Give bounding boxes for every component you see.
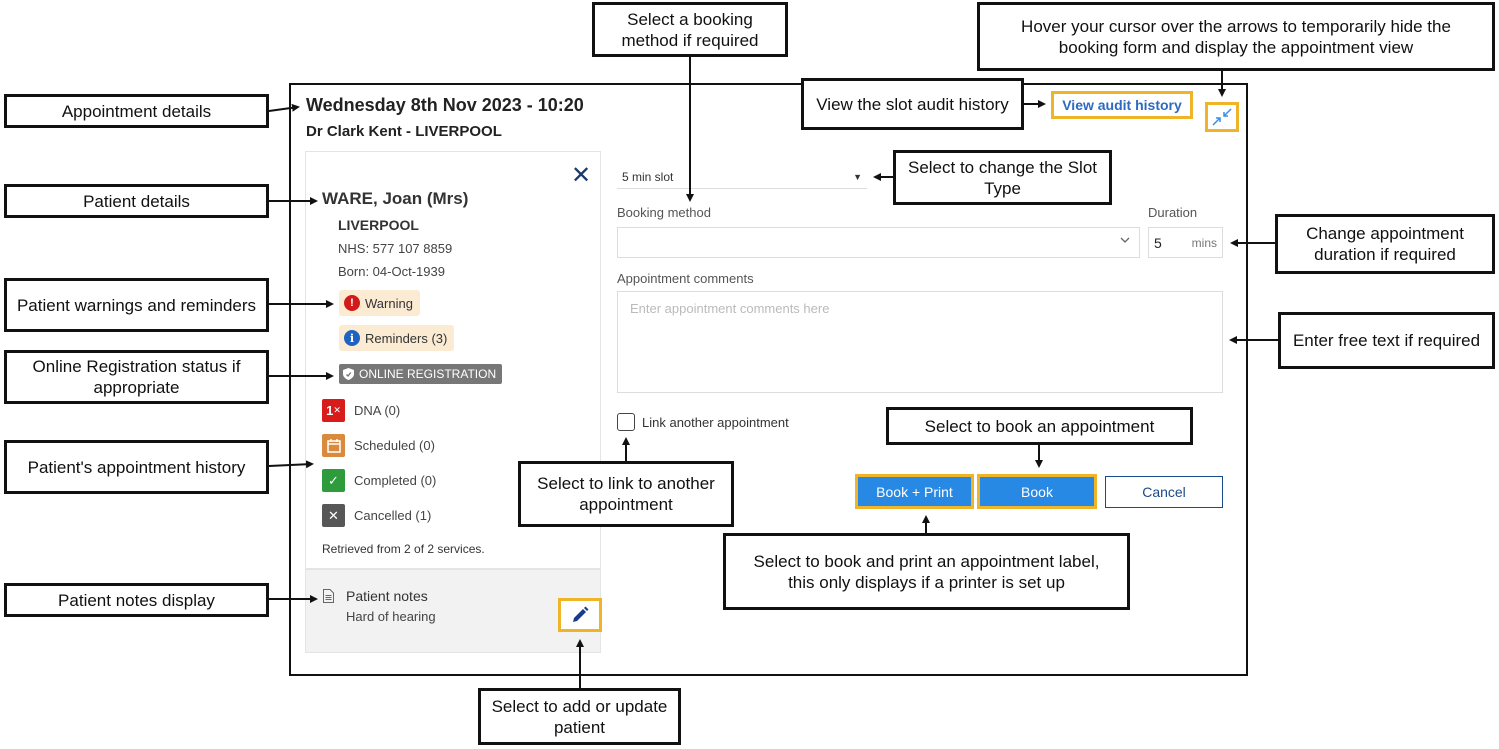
patient-town: LIVERPOOL (338, 217, 419, 233)
duration-input[interactable]: 5 mins (1148, 227, 1223, 258)
history-completed[interactable]: ✓ Completed (0) (322, 469, 436, 492)
slot-type-value: 5 min slot (622, 169, 674, 184)
patient-notes-title: Patient notes (346, 588, 428, 604)
edit-patient-button[interactable] (558, 598, 602, 632)
history-scheduled[interactable]: Scheduled (0) (322, 434, 435, 457)
callout-booking-method: Select a booking method if required (592, 2, 788, 57)
callout-add-update-patient: Select to add or update patient (478, 688, 681, 745)
appointment-comments-label: Appointment comments (617, 271, 754, 286)
check-icon: ✓ (322, 469, 345, 492)
reminders-badge[interactable]: i Reminders (3) (339, 325, 455, 351)
exclamation-icon: ! (344, 295, 360, 311)
callout-warnings-reminders: Patient warnings and reminders (4, 278, 269, 332)
duration-unit: mins (1191, 235, 1217, 250)
appointment-comments-input[interactable] (617, 291, 1223, 393)
view-audit-history-link[interactable]: View audit history (1051, 91, 1193, 119)
calendar-icon (322, 434, 345, 457)
duration-value: 5 (1154, 234, 1162, 251)
online-registration-badge: ONLINE REGISTRATION (339, 364, 503, 384)
callout-appointment-history: Patient's appointment history (4, 440, 269, 494)
collapse-arrows-icon (1212, 108, 1232, 126)
retrieved-services-text: Retrieved from 2 of 2 services. (322, 542, 485, 556)
history-completed-label: Completed (0) (354, 473, 437, 488)
history-cancelled[interactable]: ✕ Cancelled (1) (322, 504, 431, 527)
callout-slot-type: Select to change the Slot Type (893, 150, 1112, 205)
callout-free-text: Enter free text if required (1278, 312, 1495, 369)
collapse-arrows-button[interactable] (1205, 102, 1239, 132)
patient-notes-text: Hard of hearing (346, 609, 436, 624)
appointment-clinician: Dr Clark Kent - LIVERPOOL (306, 123, 502, 140)
warning-badge[interactable]: ! Warning (339, 290, 420, 316)
booking-method-select[interactable] (617, 227, 1140, 258)
booking-method-label: Booking method (617, 205, 711, 220)
caret-down-icon: ▼ (853, 171, 862, 182)
patient-nhs-number: NHS: 577 107 8859 (338, 241, 453, 256)
callout-patient-details: Patient details (4, 184, 269, 218)
duration-label: Duration (1148, 205, 1198, 220)
online-registration-label: ONLINE REGISTRATION (359, 367, 497, 381)
callout-link-appointment: Select to link to another appointment (518, 461, 734, 527)
callout-duration: Change appointment duration if required (1275, 214, 1495, 274)
callout-audit-history: View the slot audit history (801, 78, 1024, 130)
patient-name: WARE, Joan (Mrs) (322, 189, 469, 208)
callout-book: Select to book an appointment (886, 407, 1193, 445)
chevron-down-icon (1120, 237, 1130, 243)
cancel-button[interactable]: Cancel (1105, 476, 1223, 508)
link-appointment-checkbox[interactable] (617, 413, 635, 431)
callout-online-registration: Online Registration status if appropriat… (4, 350, 269, 404)
reminders-label: Reminders (3) (365, 330, 448, 346)
callout-appointment-details: Appointment details (4, 94, 269, 128)
cross-icon: ✕ (322, 504, 345, 527)
patient-dob: Born: 04-Oct-1939 (338, 264, 445, 279)
slot-type-select[interactable]: 5 min slot ▼ (617, 165, 867, 189)
history-dna[interactable]: 1✕ DNA (0) (322, 399, 400, 422)
callout-hover-arrows: Hover your cursor over the arrows to tem… (977, 2, 1495, 71)
history-scheduled-label: Scheduled (0) (354, 438, 435, 453)
close-icon[interactable]: ✕ (571, 162, 592, 189)
callout-patient-notes: Patient notes display (4, 583, 269, 617)
appointment-date-time: Wednesday 8th Nov 2023 - 10:20 (306, 95, 584, 115)
history-dna-label: DNA (0) (354, 403, 401, 418)
book-print-button[interactable]: Book + Print (855, 474, 974, 509)
book-button[interactable]: Book (977, 474, 1097, 509)
history-cancelled-label: Cancelled (1) (354, 508, 432, 523)
callout-book-print: Select to book and print an appointment … (723, 533, 1130, 610)
dna-icon: 1✕ (322, 399, 345, 422)
info-icon: i (344, 330, 360, 346)
shield-icon (343, 368, 354, 380)
patient-notes-panel (305, 569, 601, 653)
pencil-icon (573, 606, 589, 622)
warning-label: Warning (365, 295, 413, 311)
document-icon (323, 589, 334, 603)
link-appointment-label: Link another appointment (642, 415, 789, 430)
